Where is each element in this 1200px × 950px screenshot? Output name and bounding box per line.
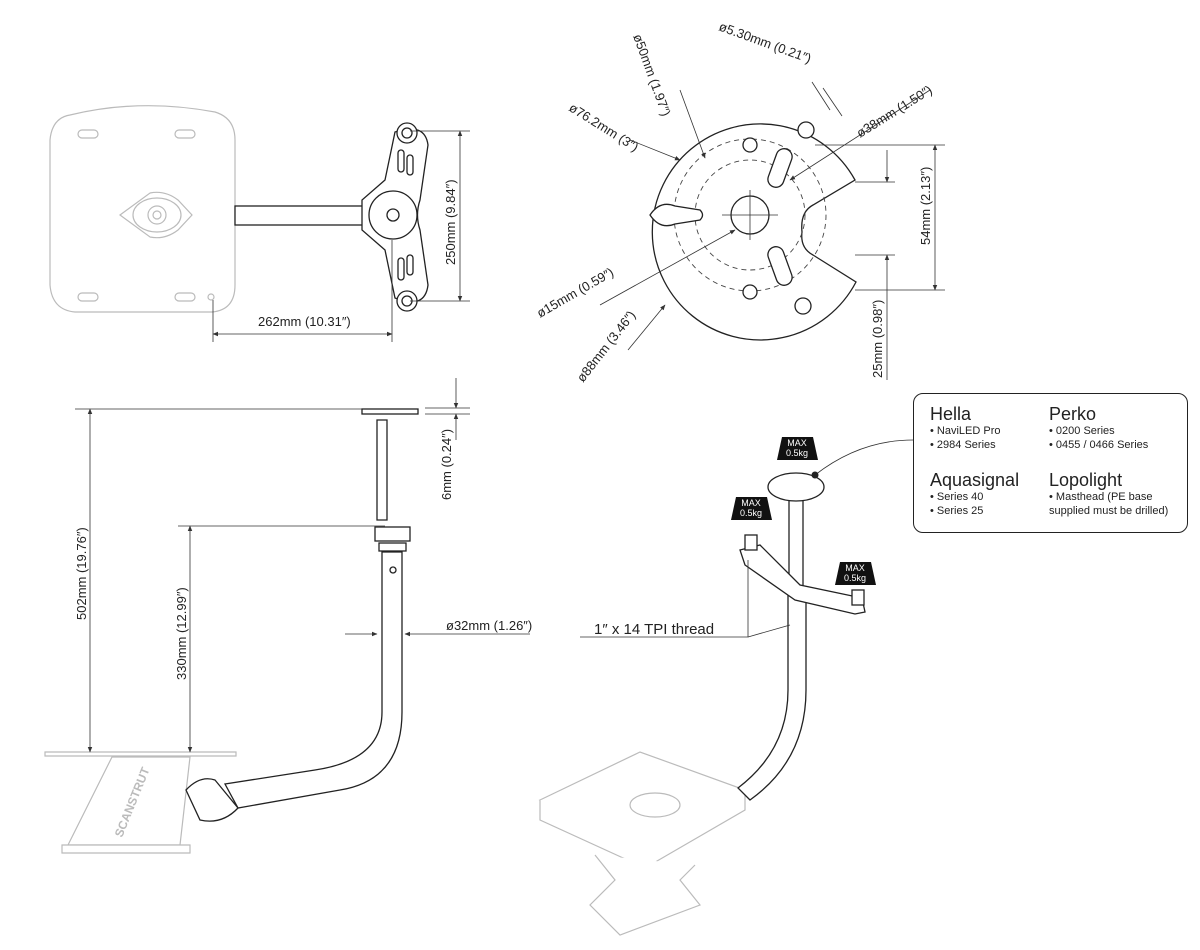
svg-text:0.5kg: 0.5kg [786,448,808,458]
dim-262: 262mm (10.31″) [258,314,351,329]
brand-name: Hella [930,404,972,424]
dim-25: 25mm (0.98″) [870,300,885,378]
dim-dia15: ø15mm (0.59″) [534,264,616,320]
side-view: SCANSTRUT 502mm (19.76″) 330mm (12.99″) … [44,378,532,854]
brand-name: Lopolight [1049,470,1123,490]
svg-text:0.5kg: 0.5kg [844,573,866,583]
mast-base [44,751,237,757]
arm [234,205,366,226]
iso-view: 1″ x 14 TPI thread MAX 0.5kg MAX 0.5kg M… [538,437,914,936]
dim-dia88: ø88mm (3.46″) [574,308,639,385]
brand-item: 0455 / 0466 Series [1049,438,1148,452]
thread-label: 1″ x 14 TPI thread [594,621,714,638]
dim-54: 54mm (2.13″) [918,167,933,245]
dim-6: 6mm (0.24″) [439,429,454,500]
brand-item: Series 40 [930,490,1019,504]
weight-icon-2: MAX 0.5kg [731,497,772,520]
brand-perko: Perko 0200 Series 0455 / 0466 Series [1049,404,1148,452]
dim-dia32: ø32mm (1.26″) [446,618,532,633]
svg-text:MAX: MAX [787,438,807,448]
dim-330: 330mm (12.99″) [174,587,189,680]
brand-item: NaviLED Pro [930,424,1001,438]
brand-item: Series 25 [930,504,1019,518]
brand-item: Masthead (PE base supplied must be drill… [1049,490,1181,518]
brand-name: Aquasignal [930,470,1020,490]
brand-hella: Hella NaviLED Pro 2984 Series [930,404,1001,452]
dim-dia5-30: ø5.30mm (0.21″) [717,19,813,66]
brand-name: Perko [1049,404,1097,424]
svg-text:0.5kg: 0.5kg [740,508,762,518]
iso-pole [737,589,807,801]
weight-icon-1: MAX 0.5kg [777,437,818,460]
brand-item: 0200 Series [1049,424,1148,438]
dim-502: 502mm (19.76″) [74,527,89,620]
dim-dia38: ø38mm (1.50″) [854,82,935,140]
svg-text:MAX: MAX [741,498,761,508]
iso-top-disc [767,472,825,502]
brand-aquasignal: Aquasignal Series 40 Series 25 [930,470,1019,518]
svg-text:MAX: MAX [845,563,865,573]
disc-view: ø50mm (1.97″) ø5.30mm (0.21″) ø76.2mm (3… [534,19,945,385]
plan-view: 262mm (10.31″) 250mm (9.84″) [49,105,470,342]
weight-icon-3: MAX 0.5kg [835,562,876,585]
brand-item: 2984 Series [930,438,1001,452]
dim-dia76: ø76.2mm (3″) [566,100,641,155]
compatibility-box: Hella NaviLED Pro 2984 Series Perko 0200… [913,393,1188,533]
pole-side [376,419,388,521]
brand-lopolight: Lopolight Masthead (PE base supplied mus… [1049,470,1181,518]
dim-dia50: ø50mm (1.97″) [630,32,674,118]
dim-250: 250mm (9.84″) [443,179,458,265]
